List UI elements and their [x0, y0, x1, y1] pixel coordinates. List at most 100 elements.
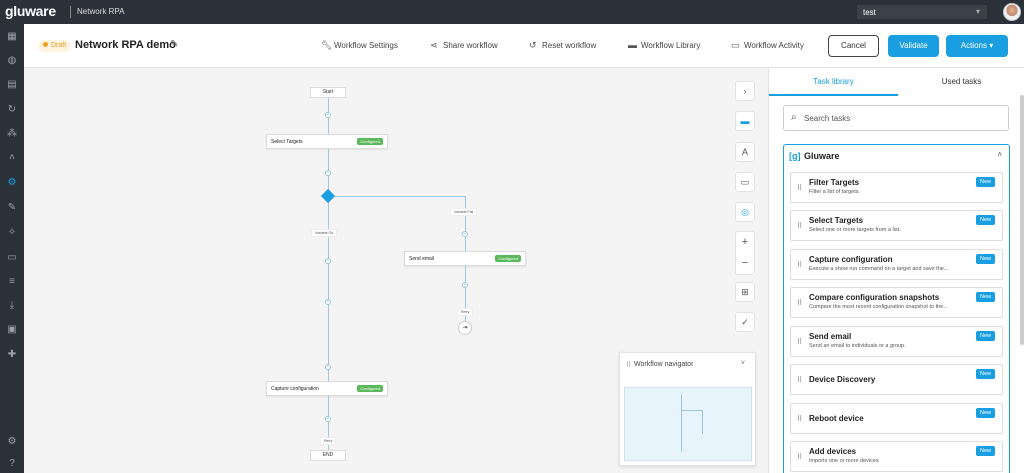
add-step-icon[interactable]: + [462, 231, 468, 237]
actions-button[interactable]: Actions ▾ [946, 35, 1008, 57]
help-icon[interactable]: ? [9, 458, 15, 469]
chevron-down-icon[interactable]: ˅ [740, 360, 745, 367]
share-workflow-button[interactable]: ⋖Share workflow [430, 40, 498, 51]
add-step-icon[interactable]: + [325, 170, 331, 176]
task-card-capture-configuration[interactable]: ⠿ Capture configuration Execute a show r… [790, 249, 1003, 280]
side-nav: ▦ ◍ ▤ ↻ ⁂ ˄ ⚙ ✎ ✧ ▭ ≡ ⤓ ▣ ✚ ⚙ ? [0, 24, 24, 473]
drag-handle-icon[interactable]: ⠿ [626, 362, 632, 369]
pencil-icon[interactable]: ✎ [170, 39, 179, 50]
workflow-settings-button[interactable]: 🔧︎Workflow Settings [321, 40, 398, 51]
workflow-activity-button[interactable]: ▭Workflow Activity [731, 40, 804, 51]
robot-icon[interactable]: ⚙ [7, 177, 17, 188]
chat-icon[interactable]: ▭ [735, 172, 755, 192]
text-icon[interactable]: A [735, 142, 755, 162]
cancel-button[interactable]: Cancel [828, 35, 879, 57]
tenant-select[interactable]: test ▾ [857, 5, 987, 19]
drag-handle-icon[interactable]: ⠿ [797, 416, 803, 423]
drag-handle-icon[interactable]: ⠿ [797, 223, 803, 230]
settings-icon[interactable]: ⚙ [7, 436, 17, 447]
drag-handle-icon[interactable]: ⠿ [797, 339, 803, 346]
task-name: Compare configuration snapshots [809, 293, 940, 302]
step-send-email[interactable]: Send email Configured [404, 251, 526, 266]
gluware-logo[interactable]: gluware [5, 3, 56, 19]
step-capture-configuration[interactable]: Capture configuration Configured [266, 381, 388, 396]
chevron-up-icon[interactable]: ˄ [9, 152, 15, 163]
minimap-line [702, 410, 703, 434]
wand-icon[interactable]: ✧ [7, 227, 17, 238]
condition-node[interactable] [320, 188, 336, 204]
comments-icon[interactable]: ▬ [735, 111, 755, 131]
retry-label: Retry [320, 437, 337, 445]
puzzle-icon[interactable]: ✚ [7, 349, 17, 360]
gluware-group-logo: [g] [789, 151, 801, 161]
workflow-library-button[interactable]: ▬Workflow Library [628, 40, 700, 50]
task-card-send-email[interactable]: ⠿ Send email Send an email to individual… [790, 326, 1003, 357]
task-description: Filter a list of targets. [809, 189, 861, 195]
layout-icon[interactable]: ⊞ [735, 282, 755, 302]
monitor-icon[interactable]: ▭ [7, 252, 17, 263]
zoom-in-button[interactable]: + [741, 236, 749, 248]
workflow-canvas[interactable]: Start + Select Targets Configured + Vari… [24, 68, 768, 473]
scrollbar[interactable] [1020, 95, 1024, 345]
chevron-up-icon[interactable]: ˄ [997, 150, 1002, 159]
locate-icon[interactable]: ◎ [735, 202, 755, 222]
topology-icon[interactable]: ⁂ [7, 128, 17, 139]
database-icon[interactable]: ≡ [9, 276, 15, 287]
new-badge: New [975, 369, 995, 379]
add-step-icon[interactable]: + [325, 112, 331, 118]
end-branch-icon[interactable]: ⇥ [458, 321, 472, 335]
chevron-down-icon: ▾ [975, 7, 980, 16]
new-badge: New [975, 331, 995, 341]
step-label: Select Targets [271, 139, 303, 145]
check-all-icon[interactable]: ✓ [735, 312, 755, 332]
task-group-gluware: [g] Gluware ˄ ⠿ Filter Targets Filter a … [783, 144, 1010, 473]
start-node[interactable]: Start [310, 87, 346, 98]
end-node[interactable]: END [310, 450, 346, 461]
add-step-icon[interactable]: + [462, 282, 468, 288]
step-select-targets[interactable]: Select Targets Configured [266, 134, 388, 149]
navigator-title: Workflow navigator [634, 361, 694, 368]
new-badge: New [975, 408, 995, 418]
task-name: Select Targets [809, 216, 864, 225]
clipboard-icon[interactable]: ▤ [7, 79, 17, 90]
calendar-icon[interactable]: ▣ [7, 324, 17, 335]
search-input[interactable] [804, 111, 994, 125]
configured-badge: Configured [495, 255, 521, 262]
tab-task-library[interactable]: Task library [769, 68, 898, 96]
task-card-reboot-device[interactable]: ⠿ Reboot device New [790, 403, 1003, 434]
add-step-icon[interactable]: + [325, 299, 331, 305]
globe-icon[interactable]: ◍ [7, 55, 17, 66]
minimap-line [681, 410, 703, 411]
task-card-device-discovery[interactable]: ⠿ Device Discovery New [790, 364, 1003, 395]
dashboard-icon[interactable]: ▦ [7, 31, 17, 42]
drag-handle-icon[interactable]: ⠿ [797, 185, 803, 192]
drag-handle-icon[interactable]: ⠿ [797, 300, 803, 307]
reset-workflow-button[interactable]: ↺Reset workflow [529, 40, 596, 51]
add-step-icon[interactable]: + [325, 364, 331, 370]
validate-button[interactable]: Validate [888, 35, 939, 57]
avatar[interactable] [1003, 3, 1021, 21]
configured-badge: Configured [357, 138, 383, 145]
sync-icon[interactable]: ↻ [7, 104, 17, 115]
branch-label-left[interactable]: Variable Ok [311, 229, 338, 237]
drag-handle-icon[interactable]: ⠿ [797, 377, 803, 384]
task-card-filter-targets[interactable]: ⠿ Filter Targets Filter a list of target… [790, 172, 1003, 203]
add-step-icon[interactable]: + [325, 258, 331, 264]
tab-used-tasks[interactable]: Used tasks [941, 77, 982, 86]
task-card-add-devices[interactable]: ⠿ Add devices Imports one or more device… [790, 441, 1003, 472]
status-label: Draft [51, 42, 67, 49]
flow-line [328, 98, 329, 454]
group-name: Gluware [804, 151, 840, 161]
workflow-settings-label: Workflow Settings [334, 41, 398, 50]
add-step-icon[interactable]: + [325, 416, 331, 422]
minimap[interactable] [624, 387, 752, 461]
task-card-select-targets[interactable]: ⠿ Select Targets Select one or more targ… [790, 210, 1003, 241]
branch-label-right[interactable]: Variable Fail [450, 208, 478, 216]
drag-handle-icon[interactable]: ⠿ [797, 262, 803, 269]
task-card-compare-configuration-snapshots[interactable]: ⠿ Compare configuration snapshots Compar… [790, 287, 1003, 318]
zoom-out-button[interactable]: − [741, 257, 749, 269]
edit-doc-icon[interactable]: ✎ [7, 202, 17, 213]
drag-handle-icon[interactable]: ⠿ [797, 454, 803, 461]
collapse-panel-button[interactable]: › [735, 81, 755, 101]
download-icon[interactable]: ⤓ [9, 300, 15, 311]
